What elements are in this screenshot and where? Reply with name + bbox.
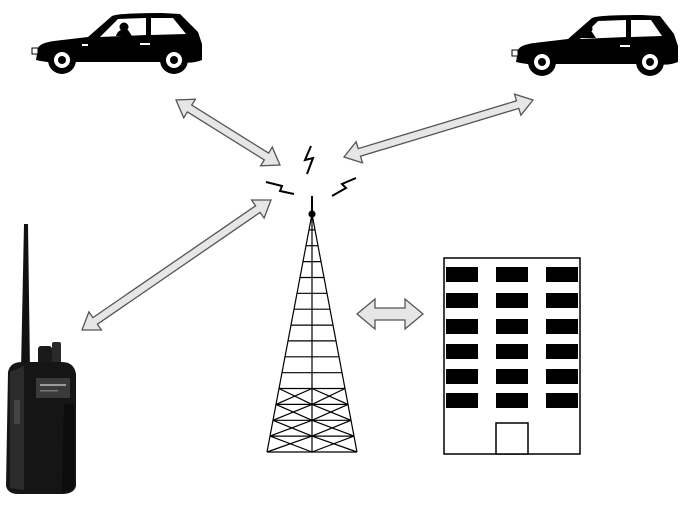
building-window	[546, 344, 578, 359]
building-window	[496, 393, 528, 408]
building-window	[496, 293, 528, 308]
building-window	[546, 369, 578, 384]
building-window	[546, 267, 578, 282]
building-window	[446, 293, 478, 308]
radio-signal-icon	[265, 145, 357, 197]
walkie-talkie-icon	[6, 224, 76, 494]
building-window	[546, 293, 578, 308]
arrow-radio-handset-to-radio-tower	[81, 199, 272, 331]
building-window	[446, 369, 478, 384]
car-left-icon	[31, 13, 202, 74]
link-arrows	[81, 93, 535, 331]
building-window	[496, 344, 528, 359]
radio-tower-icon	[266, 196, 358, 453]
building-window	[496, 369, 528, 384]
building-window	[546, 393, 578, 408]
building-window	[446, 319, 478, 334]
arrow-car-right-to-radio-tower	[342, 93, 535, 164]
building-window	[446, 344, 478, 359]
building-window	[496, 267, 528, 282]
building-window	[446, 267, 478, 282]
building-window	[546, 319, 578, 334]
arrow-car-left-to-radio-tower	[175, 98, 281, 167]
building-window	[496, 319, 528, 334]
car-right-icon	[511, 15, 678, 76]
arrow-radio-tower-to-building	[355, 297, 425, 331]
office-building-icon	[443, 257, 581, 455]
building-window	[446, 393, 478, 408]
